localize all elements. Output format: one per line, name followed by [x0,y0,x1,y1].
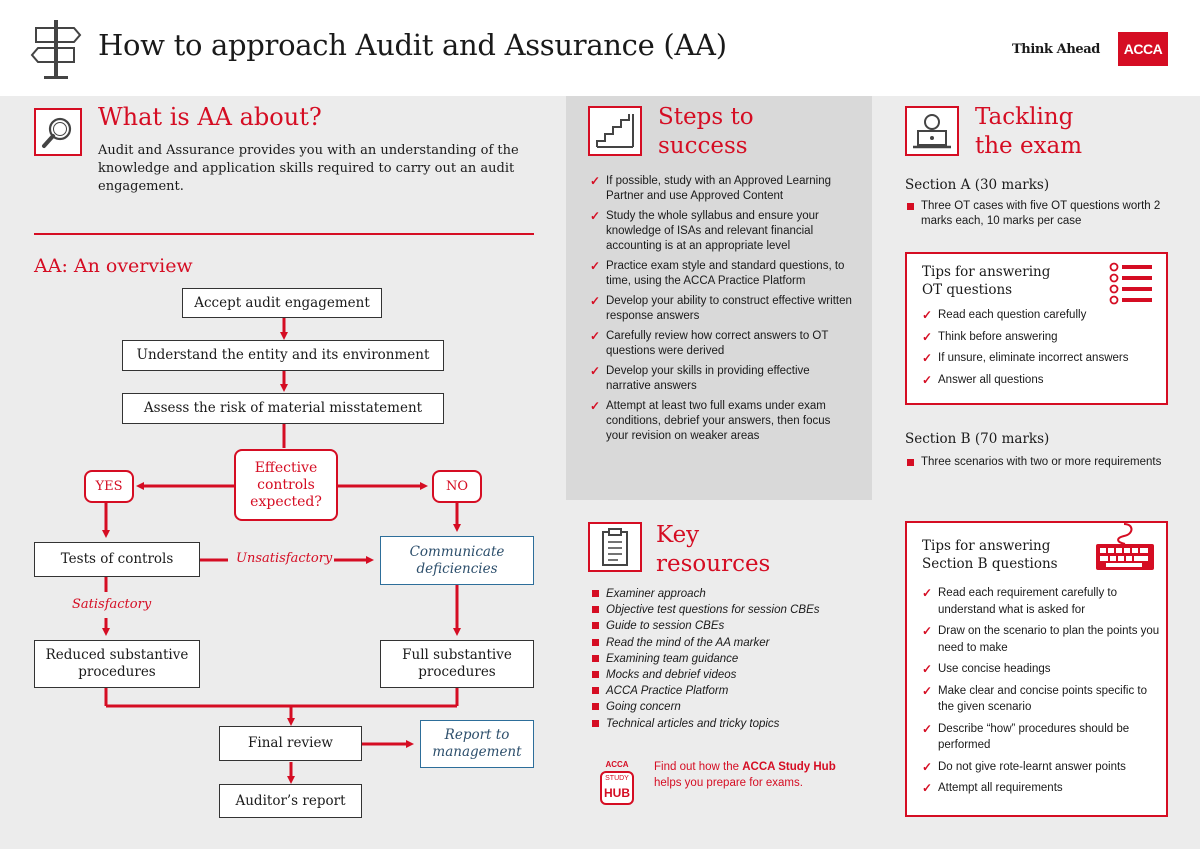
resource-link[interactable]: Technical articles and tricky topics [590,716,860,732]
steps-item: Carefully review how correct answers to … [590,329,852,359]
laptop-user-icon [905,106,959,156]
steps-item: Develop your skills in providing effecti… [590,364,852,394]
tips-b-item: Make clear and concise points specific t… [922,683,1162,716]
tips-b-item: Read each requirement carefully to under… [922,585,1162,618]
tips-ot-item: Think before answering [922,330,1162,345]
magnifier-icon [34,108,82,156]
section-a-list: Three OT cases with five OT questions wo… [905,199,1175,229]
section-b-bullet: Three scenarios with two or more require… [905,455,1175,470]
study-hub-text[interactable]: Find out how the ACCA Study Hub helps yo… [654,761,836,789]
section-a-title: Section A (30 marks) [905,177,1050,193]
resources-list: Examiner approach Objective test questio… [590,586,860,732]
box-report-to-management: Report to management [420,720,534,768]
box-final-review: Final review [219,726,362,761]
study-hub-badge-frame: STUDY HUB [600,771,634,805]
box-assess-risk: Assess the risk of material misstatement [122,393,444,424]
section-b-list: Three scenarios with two or more require… [905,455,1175,470]
steps-list: If possible, study with an Approved Lear… [590,174,852,449]
study-hub-badge-top: ACCA [605,760,629,769]
clipboard-icon [588,522,642,572]
about-text: Audit and Assurance provides you with an… [98,143,519,194]
tips-ot-title-2: OT questions [922,282,1013,298]
box-understand-entity: Understand the entity and its environmen… [122,340,444,371]
steps-item: Practice exam style and standard questio… [590,259,852,289]
tagline: Think Ahead [1012,42,1100,57]
resource-link[interactable]: Examining team guidance [590,651,860,667]
label-unsatisfactory: Unsatisfactory [236,551,333,566]
label-satisfactory: Satisfactory [72,597,152,612]
acca-logo: ACCA [1118,32,1168,66]
overview-heading: AA: An overview [34,255,193,277]
box-full-substantive: Full substantive procedures [380,640,534,688]
resources-heading-line2: resources [656,551,771,577]
resource-link[interactable]: ACCA Practice Platform [590,683,860,699]
tips-b-item: Describe “how” procedures should be perf… [922,721,1162,754]
resource-link[interactable]: Objective test questions for session CBE… [590,602,860,618]
box-accept-engagement: Accept audit engagement [182,288,382,318]
section-b-title: Section B (70 marks) [905,431,1050,447]
yes-label: YES [84,470,134,503]
steps-heading-line2: success [658,133,748,159]
steps-heading-line1: Steps to [658,104,754,130]
about-heading: What is AA about? [98,103,322,131]
page-title: How to approach Audit and Assurance (AA) [98,28,727,62]
tips-b-item: Attempt all requirements [922,780,1162,797]
tips-ot-list: Read each question carefully Think befor… [922,308,1162,394]
study-hub-badge-bot: HUB [604,786,630,800]
steps-item: Develop your ability to construct effect… [590,294,852,324]
flowchart-connectors [102,318,461,784]
tips-ot-item: Read each question carefully [922,308,1162,323]
resource-link[interactable]: Examiner approach [590,586,860,602]
tackling-heading-line1: Tackling [975,104,1074,130]
resources-heading-line1: Key [656,522,700,548]
tips-ot-item: If unsure, eliminate incorrect answers [922,351,1162,366]
resource-link[interactable]: Mocks and debrief videos [590,667,860,683]
tips-b-item: Do not give rote-learnt answer points [922,759,1162,776]
tips-b-title-2: Section B questions [922,556,1058,572]
page-header: How to approach Audit and Assurance (AA)… [0,0,1200,96]
tackling-heading-line2: the exam [975,133,1083,159]
decision-controls-expected: Effective controls expected? [234,449,338,521]
box-tests-of-controls: Tests of controls [34,542,200,577]
steps-item: Study the whole syllabus and ensure your… [590,209,852,254]
signpost-icon [30,20,82,79]
divider [34,233,534,235]
box-communicate-deficiencies: Communicate deficiencies [380,536,534,585]
list-icon [1109,262,1152,305]
section-a-bullet: Three OT cases with five OT questions wo… [905,199,1175,229]
study-hub-badge[interactable]: ACCA STUDY HUB [598,760,636,806]
steps-item: Attempt at least two full exams under ex… [590,399,852,444]
study-hub-link[interactable]: ACCA Study Hub [742,761,836,773]
no-label: NO [432,470,482,503]
tips-b-item: Use concise headings [922,661,1162,678]
keyboard-icon [1096,523,1154,570]
box-auditors-report: Auditor’s report [219,784,362,818]
resource-link[interactable]: Guide to session CBEs [590,618,860,634]
tips-ot-item: Answer all questions [922,373,1162,388]
tips-ot-title-1: Tips for answering [922,264,1051,280]
stairs-icon [588,106,642,156]
study-hub-badge-mid: STUDY [605,775,629,782]
tips-b-title-1: Tips for answering [922,538,1051,554]
resource-link[interactable]: Going concern [590,699,860,715]
box-reduced-substantive: Reduced substantive procedures [34,640,200,688]
resource-link[interactable]: Read the mind of the AA marker [590,635,860,651]
tips-b-item: Draw on the scenario to plan the points … [922,623,1162,656]
steps-item: If possible, study with an Approved Lear… [590,174,852,204]
tips-b-list: Read each requirement carefully to under… [922,585,1162,802]
